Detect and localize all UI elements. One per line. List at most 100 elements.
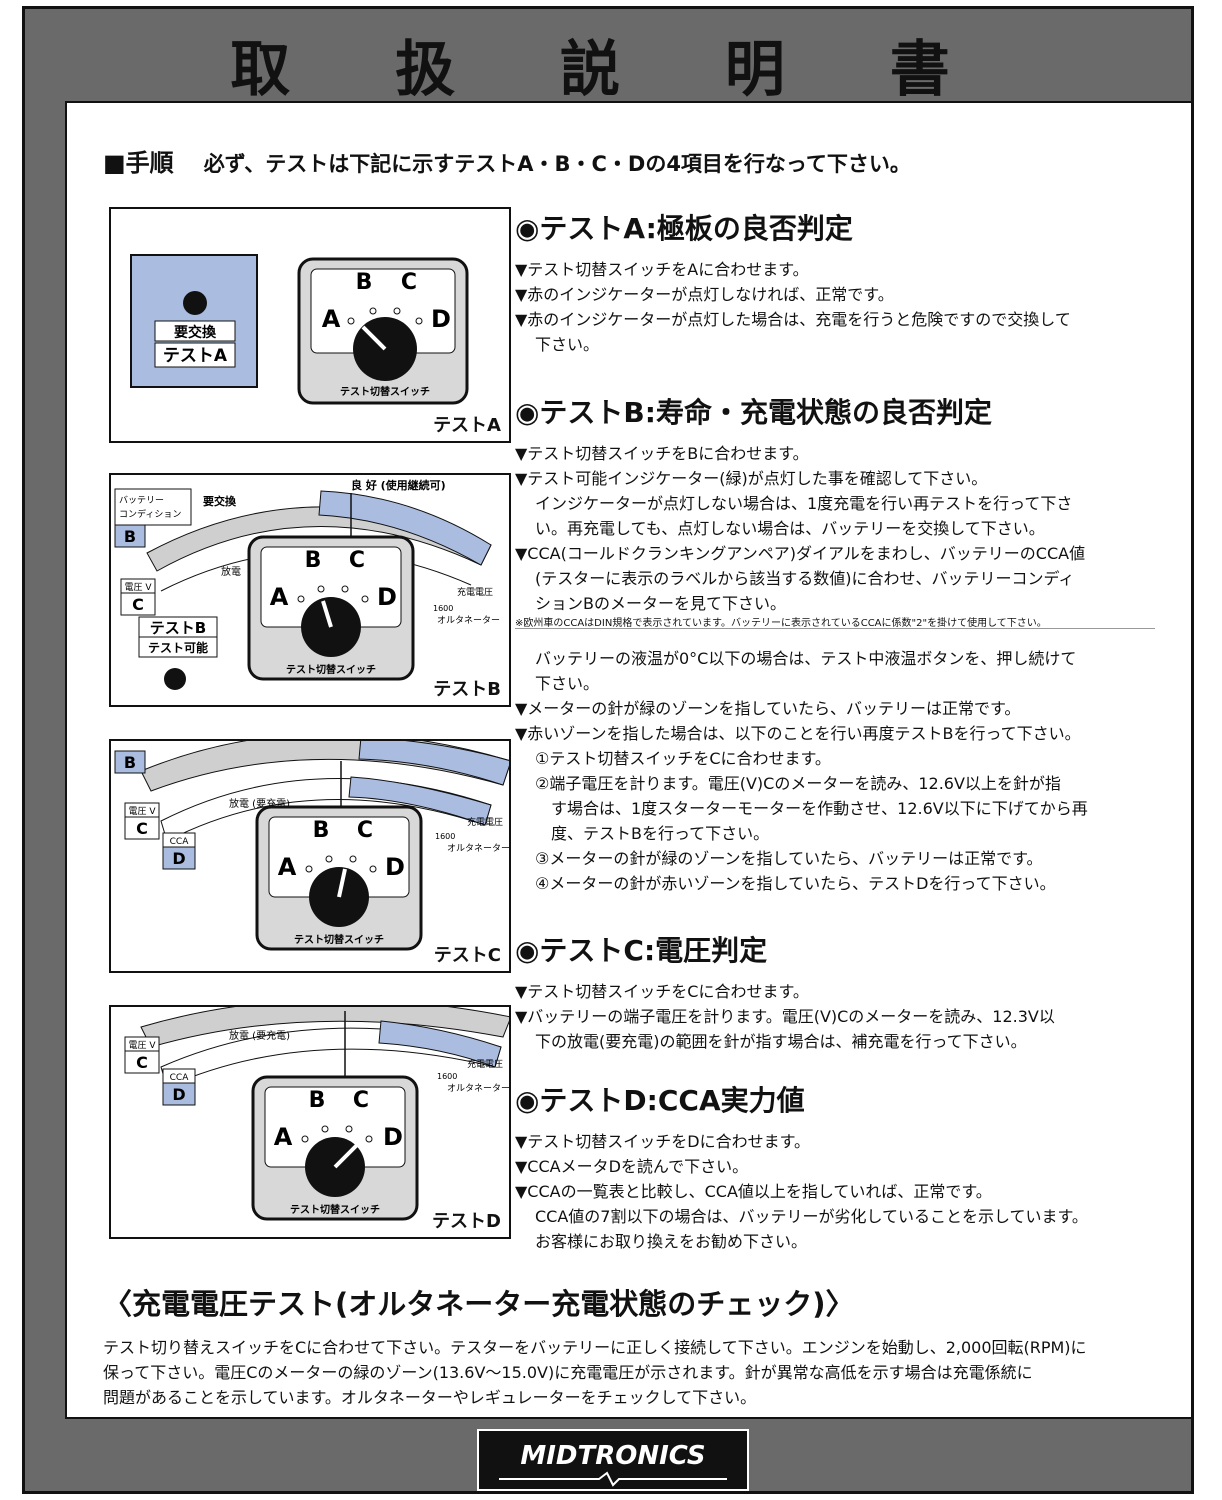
d-letter: D [172,1085,185,1104]
charging-test-line-3: 問題があることを示しています。オルタネーターやレギュレーターをチェックして下さい… [103,1388,757,1407]
dial-letter-c: C [401,270,417,295]
test-d-title: ◉テストD:CCA実力値 [515,1084,805,1117]
section-test-d: ◉テストD:CCA実力値 ▼テスト切替スイッチをDに合わせます。 ▼CCAメータ… [515,1079,1175,1254]
test-a-line-4: 下さい。 [535,335,600,354]
voltage-label: 電圧 V [124,582,152,593]
c-letter-box [124,1050,160,1074]
test-b-step-2: ②端子電圧を計ります。電圧(V)Cのメーターを読み、12.6V以上を針が指 [535,774,1061,793]
replace-label-box [154,320,236,342]
good-zone-arc [358,741,509,786]
test-b-line-10: ▼メーターの針が緑のゾーンを指していたら、バッテリーは正常です。 [515,699,1021,718]
dial-letter-b: B [305,548,322,573]
test-c-title: ◉テストC:電圧判定 [515,934,768,967]
figure-a-caption: テストA [433,415,501,436]
section-charging-test: 〈充電電圧テスト(オルタネーター充電状態のチェック)〉 テスト切り替えスイッチを… [103,1281,1163,1410]
dial-letter-c: C [353,1088,369,1113]
dial-letter-d: D [431,305,451,333]
knob-pointer [337,868,347,898]
voltage-label: 電圧 V [128,1040,156,1051]
dial-letter-c: C [357,818,373,843]
charge-zone-arc [378,1020,502,1068]
figure-b-drawing: バッテリー コンディション B 要交換 良 好 (使用継続可) 放電 電圧 V … [114,478,500,690]
figure-c-caption: テストC [433,945,501,966]
test-b-step-2-cont-1: す場合は、1度スターターモーターを作動させ、12.6V以下に下げてから再 [551,799,1088,818]
switch-label: テスト切替スイッチ [286,663,376,676]
dial-letter-a: A [274,1123,293,1151]
voltage-label: 電圧 V [128,806,156,817]
knob-pointer [333,1143,359,1169]
test-ok-label-box [138,636,218,658]
logo-text: MIDTRONICS [520,1441,706,1471]
test-b-line-8: バッテリーの液温が0°C以下の場合は、テスト中液温ボタンを、押し続けて [535,649,1077,668]
n1600-label: 1600 [433,604,453,613]
test-b-line-6: (テスターに表示のラベルから該当する数値)に合わせ、バッテリーコンディ [535,569,1075,588]
dial-letter-a: A [270,583,289,611]
n1600-label: 1600 [437,1072,457,1081]
figure-test-c: B 放電 (要充電) 電圧 V C CCA D 充電電圧 1600 オルタネータ… [109,739,511,973]
test-a-title: ◉テストA:極板の良否判定 [515,212,853,245]
charge-zone-arc [348,776,492,826]
test-b-line-3: インジケーターが点灯しない場合は、1度充電を行い再テストを行って下さ [535,494,1073,513]
test-b-line-4: い。再充電しても、点灯しない場合は、バッテリーを交換して下さい。 [535,519,1045,538]
figure-test-b: バッテリー コンディション B 要交換 良 好 (使用継続可) 放電 電圧 V … [109,473,511,707]
discharge-label: 放電 [221,565,241,578]
dial-letter-a: A [322,305,341,333]
test-b-note: ※欧州車のCCAはDIN規格で表示されています。バッテリーに表示されているCCA… [515,618,1047,629]
procedure-label: ■手順 [103,149,174,177]
test-c-line-1: ▼テスト切替スイッチをCに合わせます。 [515,982,809,1001]
section-test-c: ◉テストC:電圧判定 ▼テスト切替スイッチをCに合わせます。 ▼バッテリーの端子… [515,929,1175,1054]
test-ok-label: テスト可能 [148,640,208,655]
procedure-text: 必ず、テストは下記に示すテストA・B・C・Dの4項目を行なって下さい。 [203,152,911,176]
cca-label: CCA [170,837,190,847]
charge-voltage-label: 充電電圧 [457,586,493,598]
section-divider [515,628,1155,629]
switch-label: テスト切替スイッチ [290,1203,380,1216]
document-frame: 取 扱 説 明 書 ■手順 必ず、テストは下記に示すテストA・B・C・Dの4項目を… [22,6,1194,1494]
figure-d-caption: テストD [432,1211,501,1232]
test-b-line-5: ▼CCA(コールドクランキングアンペア)ダイアルをまわし、バッテリーのCCA値 [515,544,1086,563]
test-d-line-2: ▼CCAメータDを読んで下さい。 [515,1157,749,1176]
test-d-line-1: ▼テスト切替スイッチをDに合わせます。 [515,1132,811,1151]
test-a-label: テストA [163,346,228,366]
switch-label: テスト切替スイッチ [340,385,430,398]
alternator-label: オルタネーター [437,615,500,626]
test-b-title: ◉テストB:寿命・充電状態の良否判定 [515,396,992,429]
charging-test-line-2: 保って下さい。電圧Cのメーターの緑のゾーン(13.6V〜15.0V)に充電電圧が… [103,1363,1033,1382]
test-a-line-3: ▼赤のインジケーターが点灯した場合は、充電を行うと危険ですので交換して [515,310,1071,329]
n1600-label: 1600 [435,832,455,841]
discharge-label: 放電 (要充電) [229,1029,290,1042]
c-letter: C [136,819,148,838]
condition-label-box [114,488,192,526]
good-zone-arc [318,490,492,566]
dial-letter-c: C [349,548,365,573]
figure-b-caption: テストB [433,679,501,700]
test-b-step-3: ③メーターの針が緑のゾーンを指していたら、バッテリーは正常です。 [535,849,1043,868]
b-letter: B [124,527,136,546]
d-letter-box [162,1082,196,1106]
test-b-line-7: ションBのメーターを見て下さい。 [535,594,786,613]
c-letter-box [124,816,160,840]
document-title: 取 扱 説 明 書 [230,35,992,105]
replace-label: 要交換 [174,324,217,341]
test-d-line-5: お客様にお取り換えをお勧め下さい。 [535,1232,808,1251]
test-b-line-1: ▼テスト切替スイッチをBに合わせます。 [515,444,809,463]
replace-zone-arc [140,1007,509,1048]
logo-pulse-line [499,1471,727,1487]
dial-letter-d: D [383,1123,403,1151]
c-letter: C [136,1053,148,1072]
alternator-label: オルタネーター [447,1083,510,1094]
figure-a-drawing: 要交換 テストA B C A D テスト切替スイッチ [130,254,469,405]
figure-test-d: 放電 (要充電) 電圧 V C CCA D 充電電圧 1600 オルタネーター … [109,1005,511,1239]
c-letter-box [120,592,156,616]
b-letter-box [114,524,146,548]
test-d-line-3: ▼CCAの一覧表と比較し、CCA値以上を指していれば、正常です。 [515,1182,992,1201]
dial-letter-a: A [278,853,297,881]
test-ok-indicator-lamp [164,668,186,690]
condition-label-1: バッテリー [119,495,164,506]
good-zone-label: 良 好 (使用継続可) [351,478,446,492]
condition-label-2: コンディション [119,508,181,520]
test-b-step-4: ④メーターの針が赤いゾーンを指していたら、テストDを行って下さい。 [535,874,1056,893]
dial-letter-d: D [377,583,397,611]
dial-letter-b: B [356,270,373,295]
figure-test-a: 要交換 テストA B C A D テスト切替スイッチ テストA [109,207,511,443]
